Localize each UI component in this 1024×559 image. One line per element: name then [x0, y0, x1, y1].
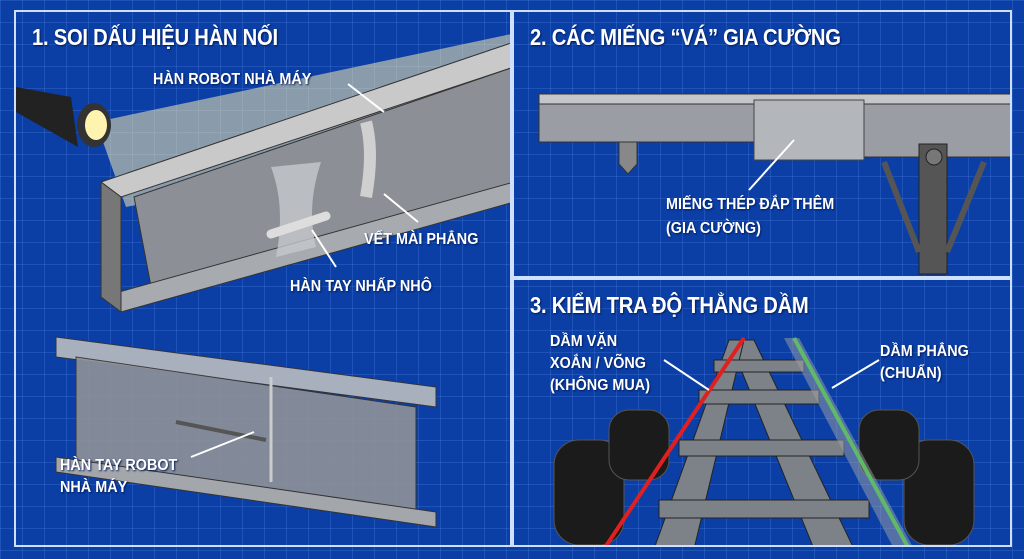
panel-title: 1. SOI DẤU HIỆU HÀN NỐI [32, 24, 278, 50]
label-ground-mark: VẾT MÀI PHẲNG [364, 231, 479, 248]
twisted-beam-line [604, 336, 746, 545]
wheels [553, 409, 975, 545]
panel-title: 3. KIỂM TRA ĐỘ THẲNG DẦM [530, 292, 809, 318]
label-patch-1: MIẾNG THÉP ĐẮP THÊM [666, 196, 835, 213]
label-bottom-1: HÀN TAY ROBOT [60, 457, 178, 474]
label-bad-2: XOẮN / VÕNG [550, 355, 647, 372]
landing-gear [881, 143, 987, 275]
panel-weld-inspection: 1. SOI DẤU HIỆU HÀN NỐI HÀN ROBOT NHÀ MÁ… [14, 10, 512, 547]
panel-title: 2. CÁC MIẾNG “VÁ” GIA CƯỜNG [530, 24, 841, 50]
label-robot-weld: HÀN ROBOT NHÀ MÁY [153, 71, 312, 88]
chassis-illustration [553, 336, 975, 545]
panel-reinforcement-patches: 2. CÁC MIẾNG “VÁ” GIA CƯỜNG MIẾNG THÉP Đ… [512, 10, 1012, 278]
label-good-1: DẦM PHẲNG [880, 343, 969, 360]
i-beam-illustration [16, 34, 510, 528]
panel-beam-straightness: 3. KIỂM TRA ĐỘ THẲNG DẦM DẦM VẶN XOẮN / … [512, 278, 1012, 547]
robot-weld-seam [360, 120, 376, 199]
reinforcement-plate [753, 99, 865, 161]
label-bottom-2: NHÀ MÁY [60, 479, 128, 496]
label-patch-2: (GIA CƯỜNG) [666, 220, 761, 237]
label-good-2: (CHUẨN) [880, 365, 942, 382]
hand-weld-seam [266, 211, 331, 239]
label-bad-1: DẦM VẶN [550, 333, 618, 350]
callout-arrows [190, 83, 419, 458]
label-hand-weld: HÀN TAY NHẤP NHÔ [290, 278, 432, 295]
trailer-frame-illustration [538, 93, 1010, 275]
label-bad-3: (KHÔNG MUA) [550, 377, 650, 394]
beam-web [133, 67, 510, 303]
flashlight-icon [16, 87, 111, 147]
